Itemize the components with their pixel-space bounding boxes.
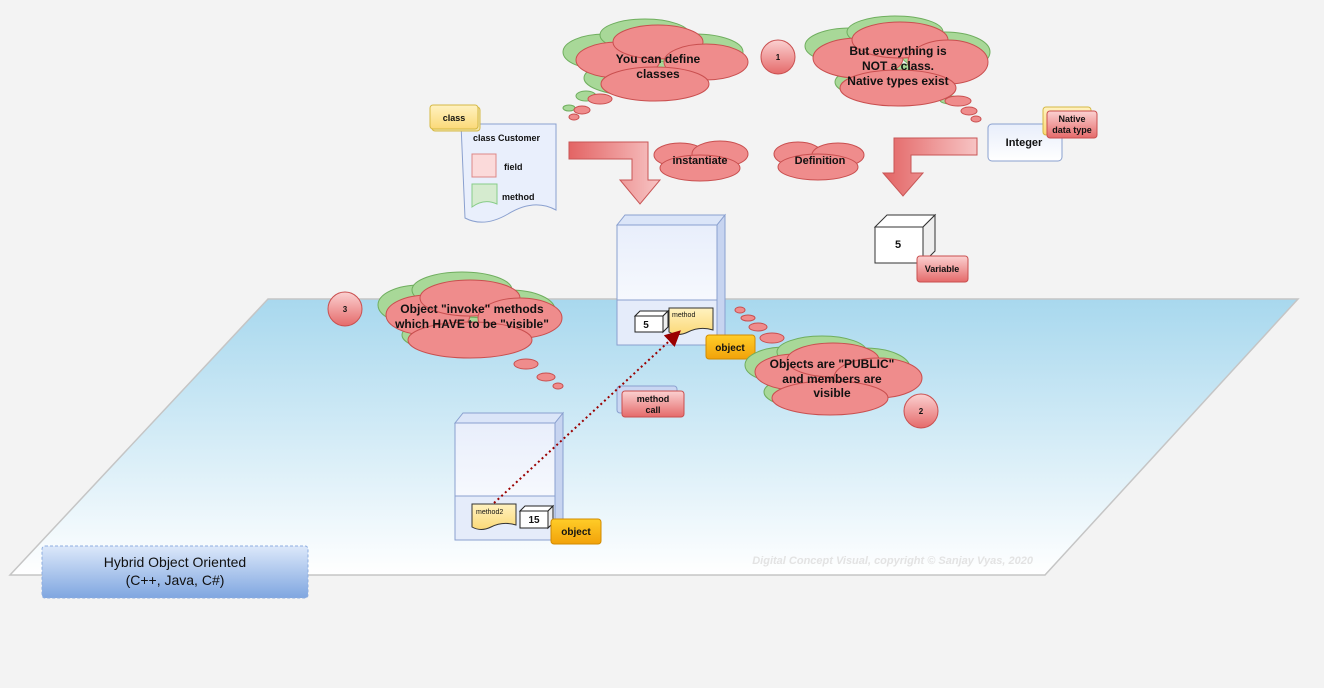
cloud-define-classes: You can define classes: [562, 18, 749, 121]
svg-text:object: object: [715, 343, 745, 354]
watermark: Digital Concept Visual, copyright © Sanj…: [752, 555, 1034, 567]
svg-text:Native: Native: [1058, 114, 1085, 124]
bottom-object-method: method2: [476, 509, 503, 516]
method-call-tag: method call: [616, 385, 685, 418]
cloud-invoke-line-2: which HAVE to be "visible": [394, 317, 549, 331]
cloud-public-line-1: Objects are "PUBLIC": [770, 357, 895, 371]
cloud-public-line-2: and members are: [782, 372, 882, 386]
class-document-title: class Customer: [473, 133, 541, 143]
definition-arrow: [881, 137, 978, 197]
marker-2: 2: [903, 393, 939, 429]
cloud-define-line-1: You can define: [616, 52, 701, 66]
object-top: 5 method: [615, 213, 727, 347]
cloud-definition: Definition: [773, 141, 865, 181]
object-tag-bottom: object: [550, 518, 602, 545]
legend-line-1: Hybrid Object Oriented: [104, 554, 246, 570]
native-type-tag: Native data type: [1042, 106, 1098, 139]
cloud-invoke: Object "invoke" methods which HAVE to be…: [377, 271, 564, 390]
cloud-public-line-3: visible: [813, 386, 851, 400]
svg-text:instantiate: instantiate: [672, 155, 727, 167]
svg-text:object: object: [561, 527, 591, 538]
top-object-method: method: [672, 312, 695, 319]
svg-text:method: method: [637, 394, 670, 404]
instantiate-arrow: [568, 141, 662, 205]
legend-box: Hybrid Object Oriented (C++, Java, C#): [41, 545, 309, 599]
cloud-public: Objects are "PUBLIC" and members are vis…: [734, 306, 923, 416]
cloud-not-class-line-2: NOT a class.: [862, 59, 934, 73]
field-label: field: [504, 162, 523, 172]
legend-line-2: (C++, Java, C#): [126, 572, 225, 588]
cloud-instantiate: instantiate: [653, 140, 749, 182]
method-swatch: [471, 183, 498, 208]
cloud-invoke-line-1: Object "invoke" methods: [400, 302, 544, 316]
svg-text:Variable: Variable: [925, 264, 960, 274]
class-tag: class: [429, 104, 481, 132]
svg-text:call: call: [645, 405, 660, 415]
cloud-not-a-class: But everything is NOT a class. Native ty…: [804, 15, 991, 123]
cloud-not-class-line-3: Native types exist: [847, 74, 948, 88]
top-object-field-value: 5: [643, 320, 649, 331]
svg-text:3: 3: [343, 305, 348, 314]
method-label: method: [502, 192, 535, 202]
variable-value: 5: [895, 239, 901, 251]
svg-text:1: 1: [776, 53, 781, 62]
method-call-arrow: [493, 330, 681, 504]
integer-label: Integer: [1006, 137, 1043, 149]
marker-3: 3: [327, 291, 363, 327]
class-document: class Customer field method: [460, 123, 557, 223]
svg-text:2: 2: [919, 407, 924, 416]
variable-cube: 5: [873, 213, 937, 265]
bottom-object-field-value: 15: [528, 515, 540, 526]
svg-text:class: class: [443, 113, 466, 123]
cloud-define-line-2: classes: [636, 67, 680, 81]
cloud-not-class-line-1: But everything is: [849, 44, 947, 58]
object-tag-top: object: [705, 334, 756, 360]
svg-text:Definition: Definition: [795, 155, 846, 167]
plane: [8, 298, 1300, 576]
object-bottom: method2 15: [453, 411, 565, 542]
field-swatch: [471, 153, 497, 178]
svg-text:data type: data type: [1052, 125, 1092, 135]
variable-tag: Variable: [916, 255, 969, 283]
marker-1: 1: [760, 39, 796, 75]
